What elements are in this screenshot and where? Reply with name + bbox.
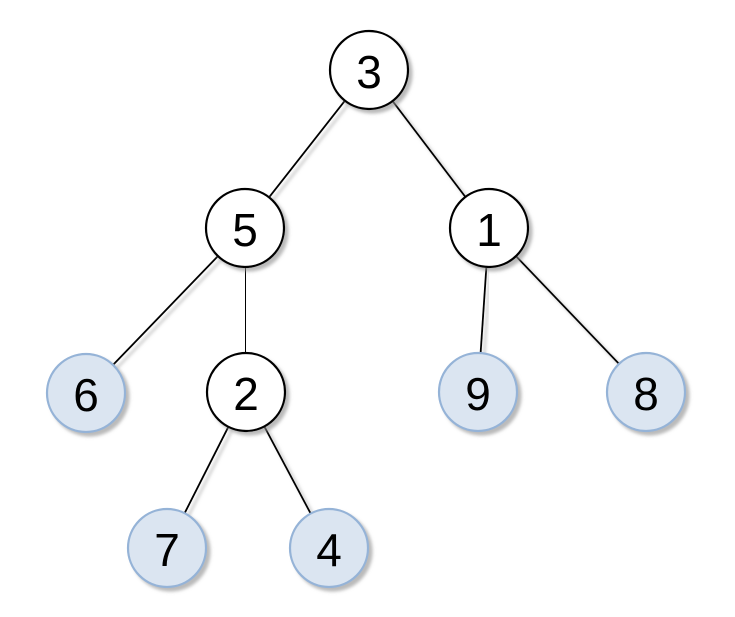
tree-node-6: 6 bbox=[45, 352, 127, 434]
tree-edge-3-1 bbox=[391, 100, 467, 198]
node-label: 6 bbox=[73, 369, 99, 421]
node-label: 9 bbox=[465, 368, 491, 420]
leaf-node-circle bbox=[437, 351, 519, 433]
tree-node-8: 8 bbox=[605, 351, 687, 433]
internal-node-circle bbox=[448, 187, 530, 269]
tree-node-7: 7 bbox=[126, 507, 208, 589]
node-label: 3 bbox=[356, 46, 382, 98]
tree-edge-1-9 bbox=[479, 266, 488, 354]
leaf-node-circle bbox=[288, 507, 370, 589]
leaf-node-circle bbox=[126, 507, 208, 589]
tree-edge-1-8 bbox=[515, 255, 620, 365]
tree-edge-2-7 bbox=[183, 426, 230, 514]
tree-edges bbox=[112, 100, 620, 514]
leaf-node-circle bbox=[605, 351, 687, 433]
tree-node-9: 9 bbox=[437, 351, 519, 433]
tree-edge-5-6 bbox=[112, 255, 219, 366]
tree-node-1: 1 bbox=[448, 187, 530, 269]
tree-node-2: 2 bbox=[205, 351, 287, 433]
tree-edge-3-5 bbox=[268, 100, 346, 198]
tree-node-4: 4 bbox=[288, 507, 370, 589]
internal-node-circle bbox=[328, 29, 410, 111]
tree-node-5: 5 bbox=[204, 187, 286, 269]
internal-node-circle bbox=[205, 351, 287, 433]
tree-edge-2-4 bbox=[263, 426, 312, 514]
node-label: 8 bbox=[633, 368, 659, 420]
node-label: 1 bbox=[476, 204, 502, 256]
tree-node-3: 3 bbox=[328, 29, 410, 111]
tree-nodes: 3 5 1 6 2 9 8 7 4 bbox=[45, 29, 687, 589]
node-label: 5 bbox=[232, 204, 258, 256]
node-label: 2 bbox=[233, 368, 259, 420]
internal-node-circle bbox=[204, 187, 286, 269]
leaf-node-circle bbox=[45, 352, 127, 434]
node-label: 7 bbox=[154, 524, 180, 576]
tree-edge-5-2 bbox=[244, 266, 247, 354]
node-label: 4 bbox=[316, 524, 342, 576]
